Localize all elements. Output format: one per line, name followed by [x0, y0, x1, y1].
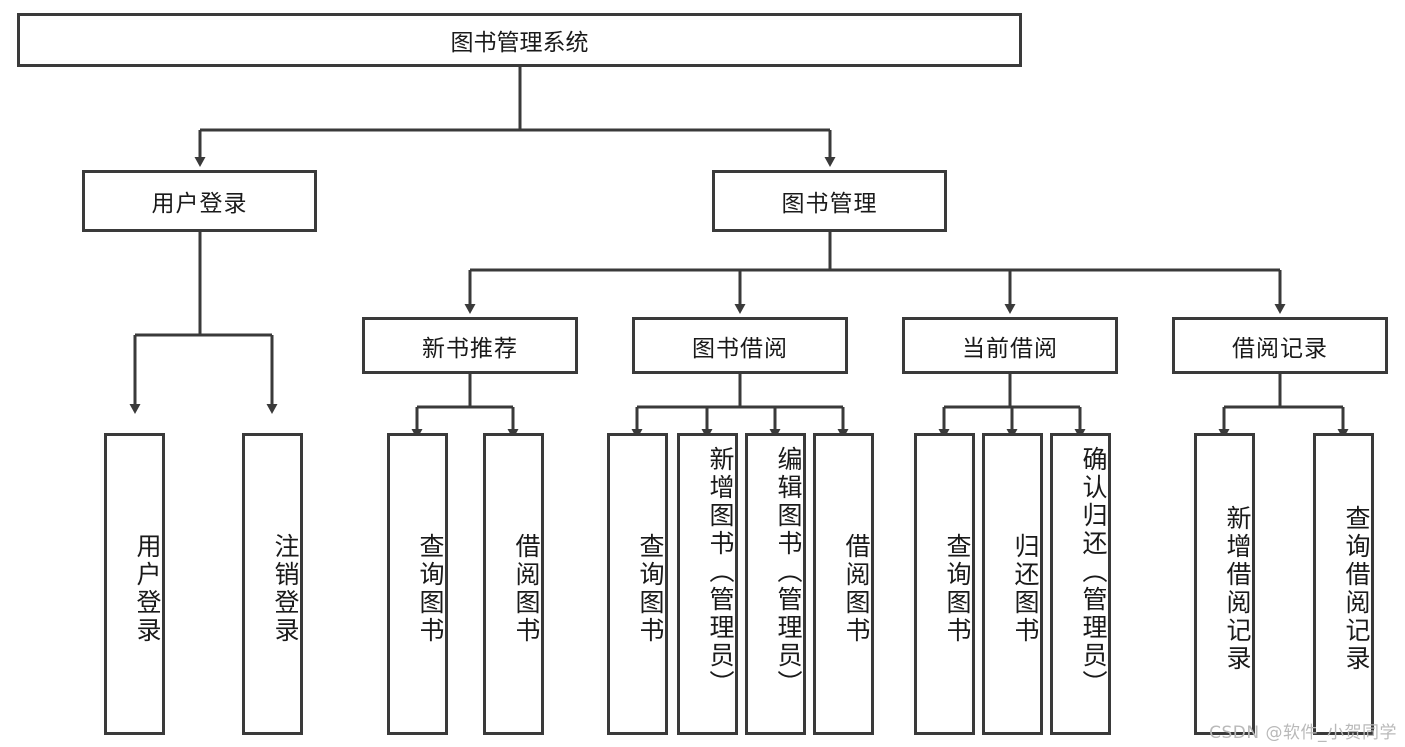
node-new-book-recommend[interactable]: 新书推荐	[362, 317, 578, 374]
leaf-add-book-admin[interactable]: 新增图书（管理员）	[677, 433, 738, 735]
leaf-query-book-recommend[interactable]: 查询图书	[387, 433, 448, 735]
leaf-user-login[interactable]: 用户登录	[104, 433, 165, 735]
leaf-borrow-book-recommend[interactable]: 借阅图书	[483, 433, 544, 735]
leaf-logout[interactable]: 注销登录	[242, 433, 303, 735]
leaf-add-borrow-record[interactable]: 新增借阅记录	[1194, 433, 1255, 735]
node-user-login[interactable]: 用户登录	[82, 170, 317, 232]
node-current-borrow[interactable]: 当前借阅	[902, 317, 1118, 374]
leaf-query-book-borrow[interactable]: 查询图书	[607, 433, 668, 735]
leaf-confirm-return-admin[interactable]: 确认归还（管理员）	[1050, 433, 1111, 735]
leaf-query-borrow-record[interactable]: 查询借阅记录	[1313, 433, 1374, 735]
node-borrow-record[interactable]: 借阅记录	[1172, 317, 1388, 374]
leaf-edit-book-admin[interactable]: 编辑图书（管理员）	[745, 433, 806, 735]
leaf-query-book-current[interactable]: 查询图书	[914, 433, 975, 735]
leaf-return-book[interactable]: 归还图书	[982, 433, 1043, 735]
leaf-borrow-book[interactable]: 借阅图书	[813, 433, 874, 735]
node-root-system[interactable]: 图书管理系统	[17, 13, 1022, 67]
node-book-borrow[interactable]: 图书借阅	[632, 317, 848, 374]
node-book-management[interactable]: 图书管理	[712, 170, 947, 232]
